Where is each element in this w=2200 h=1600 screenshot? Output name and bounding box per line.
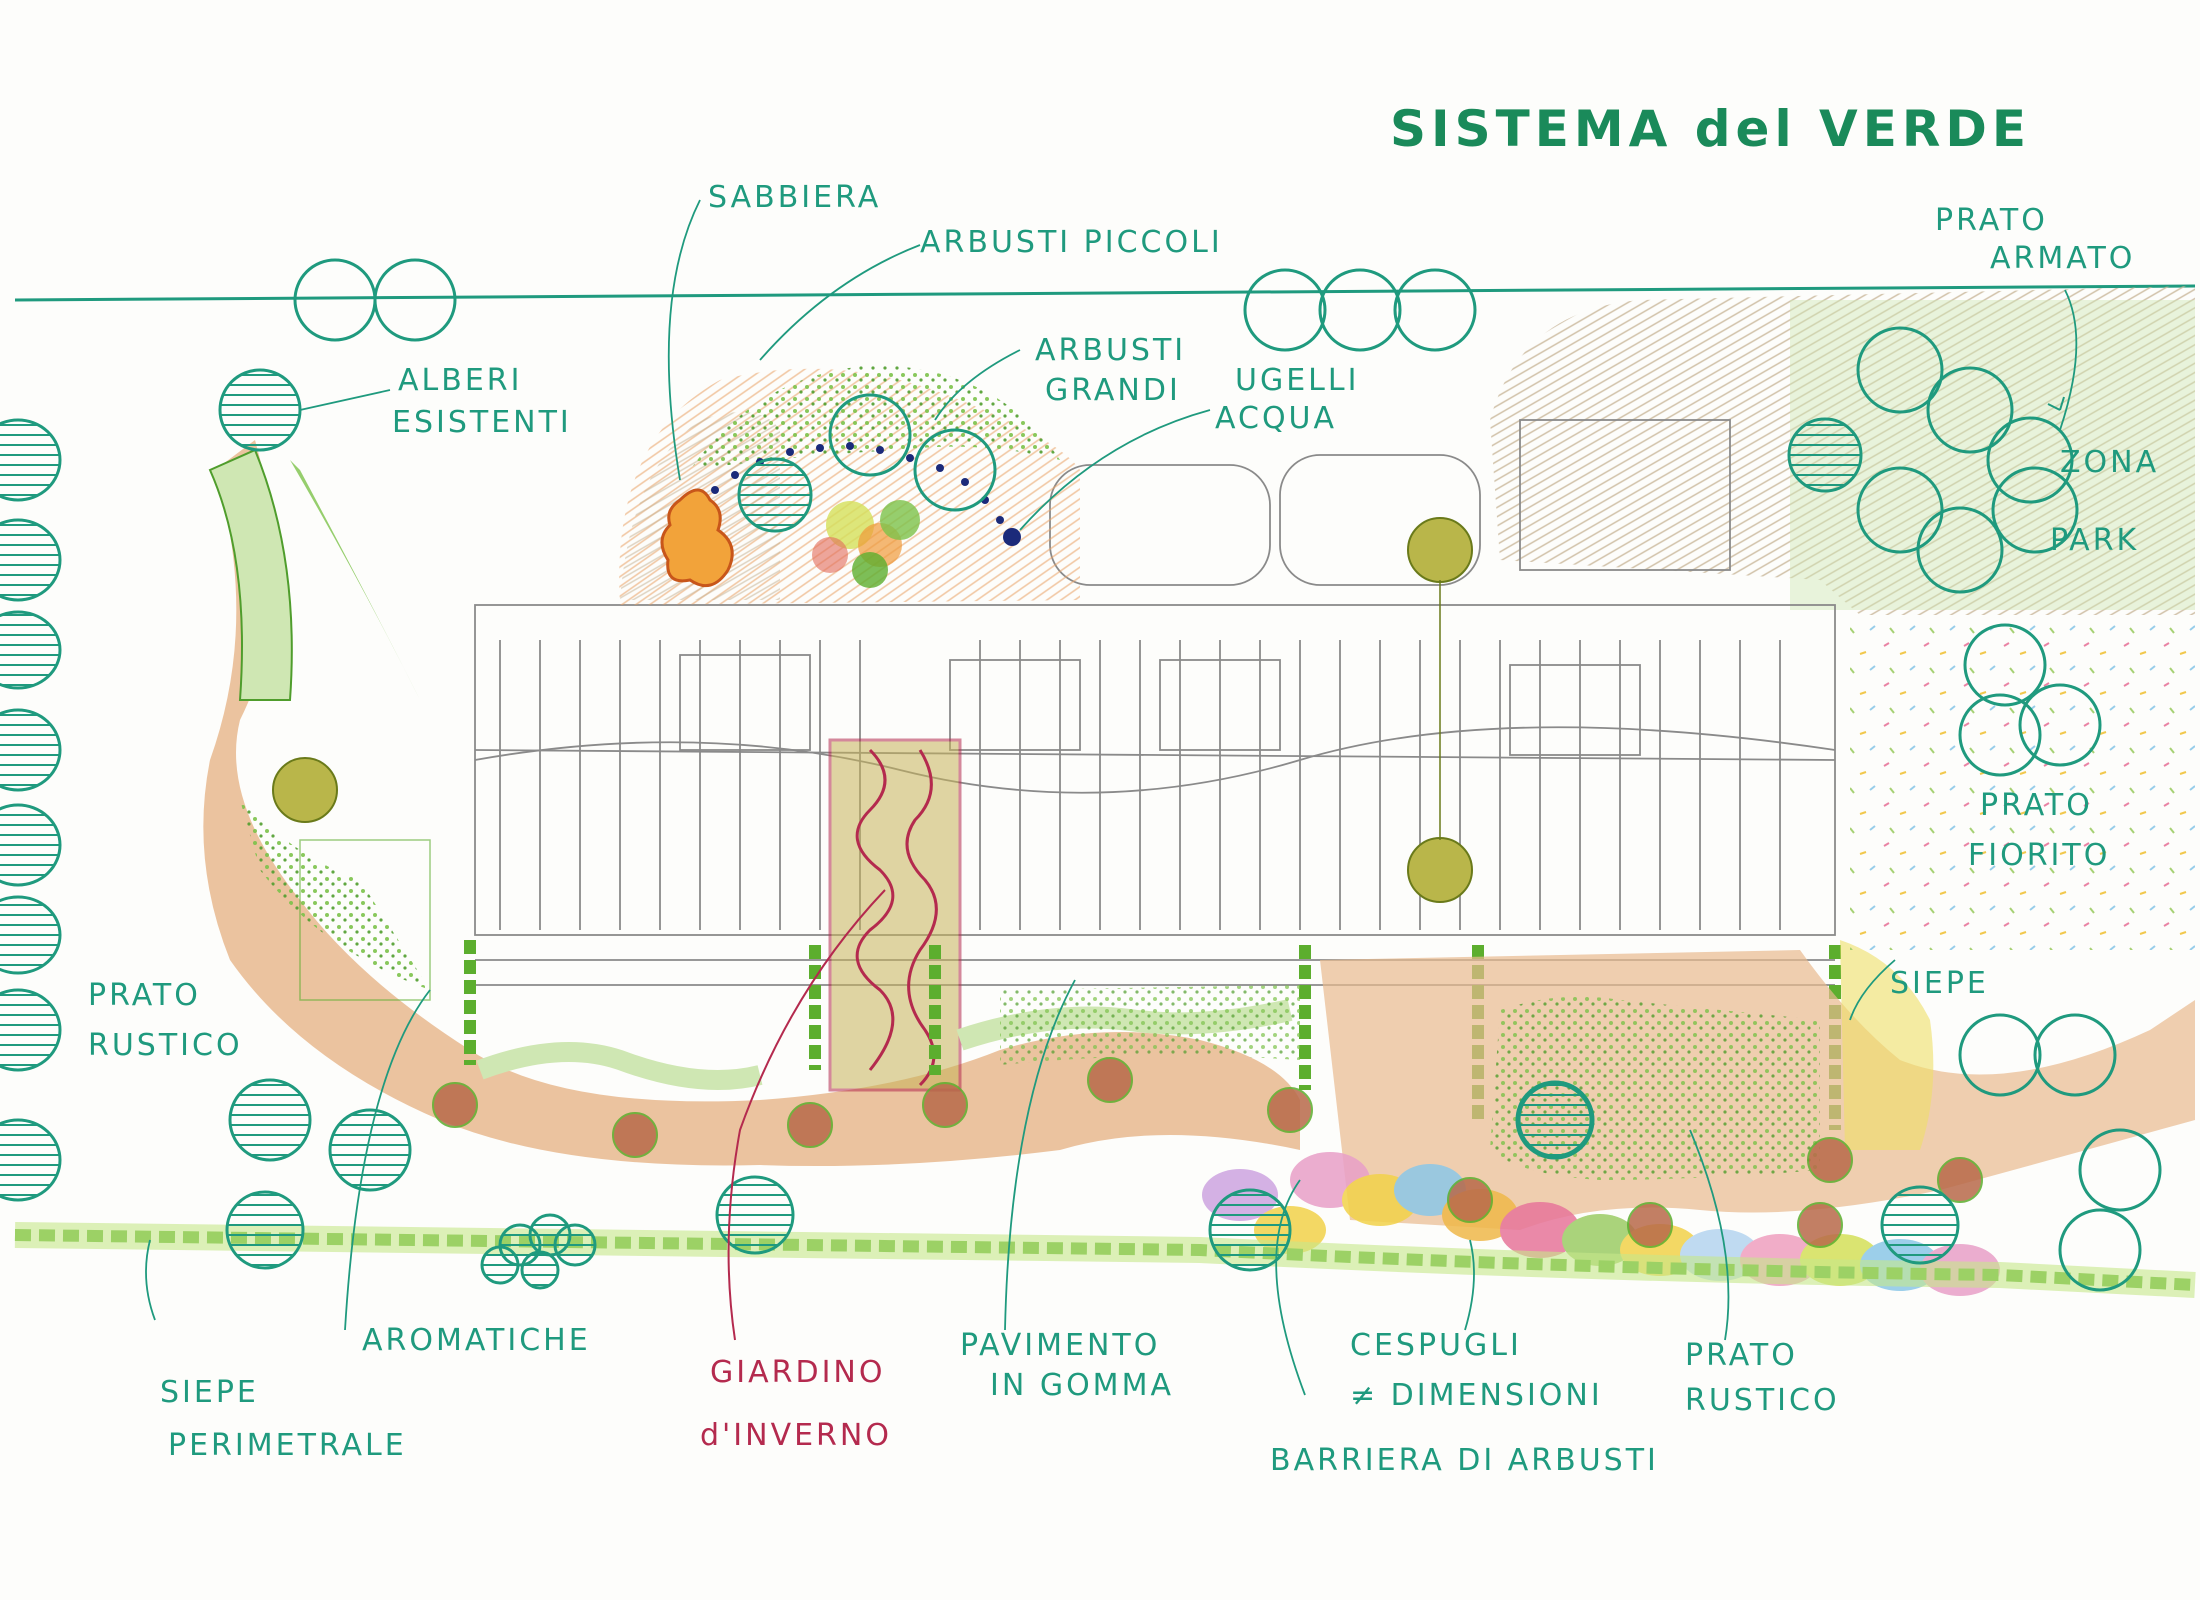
label-prato-rustico-right-1: PRATO [1685,1338,1798,1373]
label-arbusti-grandi-2: GRANDI [1045,373,1181,408]
label-pavimento-gomma-2: IN GOMMA [990,1368,1174,1403]
sabbiera-sandbox [660,488,734,588]
label-prato-armato-2: ARMATO [1990,241,2136,276]
left-curved-path [203,440,1300,1166]
siepe-perimetrale-halo [14,1222,2196,1298]
giardino-leader-red [727,889,886,1341]
label-siepe-perimetrale-1: SIEPE [160,1375,259,1410]
open-tree-circles [293,258,2162,1292]
ugelli-acqua-nozzles [711,442,1021,546]
label-zona-park-1: ZONA [2060,445,2160,480]
label-arbusti-piccoli: ARBUSTI PICCOLI [920,225,1223,260]
flower-clump-upper [812,500,920,588]
label-siepe-perimetrale-2: PERIMETRALE [168,1428,407,1463]
label-prato-rustico-left-1: PRATO [88,978,201,1013]
label-ugelli-acqua-2: ACQUA [1215,401,1338,436]
aromatiche-bed [240,800,430,990]
label-arbusti-grandi-1: ARBUSTI [1035,333,1187,368]
top-boundary-line [14,284,2196,302]
prato-fiorito-area [1850,620,2195,950]
label-cespugli-2: ≠ DIMENSIONI [1350,1378,1603,1413]
page-title: SISTEMA del VERDE [1390,100,2032,158]
building-outline [474,419,1836,986]
label-alberi-esistenti-1: ALBERI [398,363,523,398]
label-zona-park-2: PARK [2050,523,2140,558]
label-prato-fiorito-1: PRATO [1980,788,2093,823]
label-giardino-inverno-2: d'INVERNO [700,1418,892,1453]
label-pavimento-gomma-1: PAVIMENTO [960,1328,1161,1363]
label-prato-fiorito-2: FIORITO [1968,838,2111,873]
pavimento-gomma-area [1000,985,1300,1065]
giardino-inverno-wiggle [855,748,895,1071]
label-alberi-esistenti-2: ESISTENTI [392,405,572,440]
label-siepe: SIEPE [1890,966,1989,1001]
prato-armato-arrow [2047,396,2065,411]
label-cespugli-1: CESPUGLI [1350,1328,1522,1363]
label-aromatiche: AROMATICHE [362,1323,591,1358]
olive-tree-top [1407,517,1473,583]
label-prato-armato-1: PRATO [1935,203,2048,238]
left-shrub-column [208,448,293,701]
olive-tree-center [1407,837,1473,903]
label-giardino-inverno-1: GIARDINO [710,1355,886,1390]
label-barriera-arbusti: BARRIERA DI ARBUSTI [1270,1443,1659,1478]
label-prato-rustico-left-2: RUSTICO [88,1028,243,1063]
arbusti-mound [690,365,1060,470]
label-prato-rustico-right-2: RUSTICO [1685,1383,1840,1418]
left-outer-hedge [290,460,420,700]
aromatiche-grid [299,839,431,1001]
brown-shrubs [432,1057,1983,1248]
leader-lines [145,199,2078,1396]
label-sabbiera: SABBIERA [708,180,882,215]
existing-trees [0,368,1960,1290]
olive-tree-left [272,757,338,823]
giardino-inverno-wiggle-2 [905,749,938,1087]
label-ugelli-acqua-1: UGELLI [1235,363,1360,398]
